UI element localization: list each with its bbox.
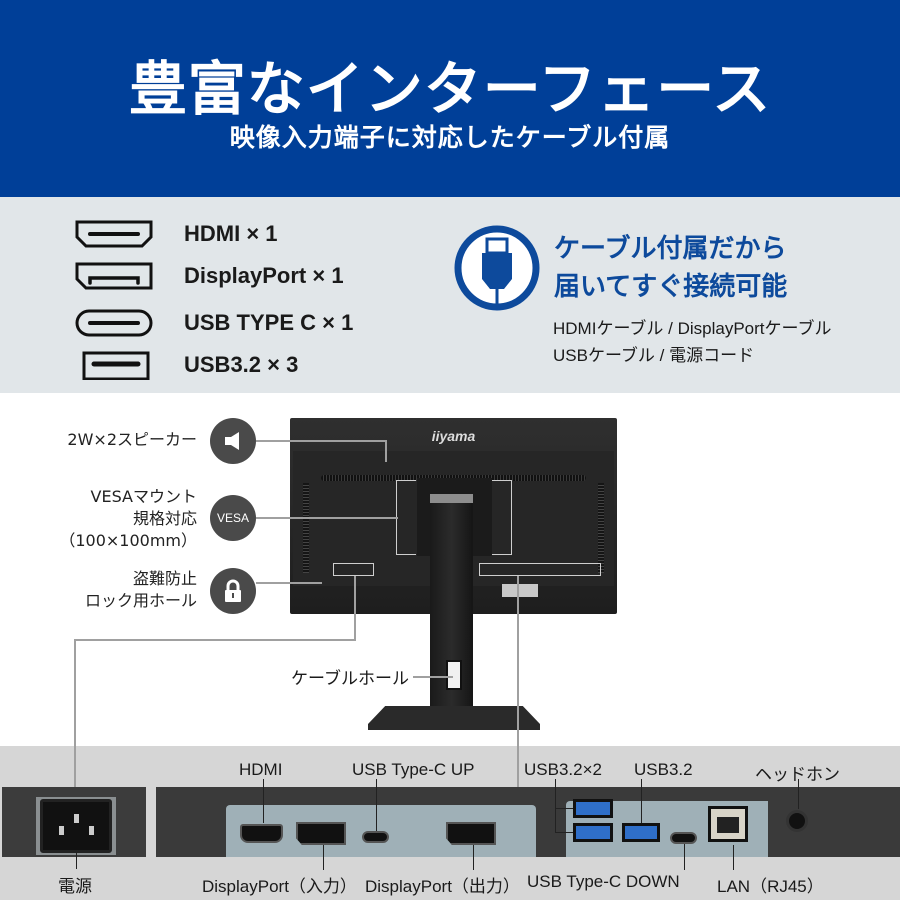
vesa-callout-line — [256, 517, 398, 519]
power-callout-line-v3 — [74, 746, 76, 788]
vesa-icon: VESA — [210, 495, 256, 541]
usb-c-up-port — [362, 831, 389, 843]
usb-c-down-port — [670, 832, 697, 844]
power-inlet — [40, 799, 112, 853]
lock-icon — [210, 568, 256, 614]
usb-a-port-3 — [622, 823, 660, 842]
brand-logo: iiyama — [431, 428, 476, 444]
side-vent-right — [598, 483, 604, 573]
interface-label: USB TYPE C × 1 — [184, 310, 354, 335]
interface-label: USB3.2 × 3 — [184, 352, 299, 377]
displayport-in-pointer — [323, 845, 324, 870]
cable-list-line1: HDMIケーブル / DisplayPortケーブル — [553, 319, 832, 338]
speaker-callout-line — [256, 440, 386, 442]
power-callout-line-h — [74, 639, 356, 641]
lan-pointer — [733, 845, 734, 870]
usb-a-icon — [72, 348, 156, 382]
interface-item-displayport: DisplayPort × 1 — [72, 256, 344, 296]
usb32-label: USB3.2 — [634, 760, 693, 779]
vesa-bracket-right — [492, 480, 512, 555]
speaker-icon — [210, 418, 256, 464]
hdmi-port-icon — [72, 217, 156, 251]
cable-headline-line2: 届いてすぐ接続可能 — [554, 272, 788, 302]
displayport-out-label: DisplayPort（出力） — [365, 877, 520, 896]
usb32x2-pointer-b — [555, 832, 573, 833]
lock-slot-highlight — [333, 563, 374, 576]
lock-callout-line — [256, 582, 322, 584]
side-vent-left — [303, 483, 309, 573]
usb32-pointer — [641, 779, 642, 823]
usb-a-port-2 — [573, 823, 613, 842]
usb-c-up-pointer — [376, 779, 377, 831]
monitor-stand — [430, 494, 473, 726]
power-callout-line-v1 — [354, 576, 356, 640]
interface-label: DisplayPort × 1 — [184, 263, 344, 288]
interface-item-usb-c: USB TYPE C × 1 — [72, 303, 353, 343]
cable-hole-callout-line — [413, 676, 453, 678]
hdmi-label: HDMI — [239, 760, 283, 779]
displayport-in-label: DisplayPort（入力） — [202, 877, 357, 896]
vesa-label: VESAマウント 規格対応 （100×100mm） — [59, 486, 197, 552]
usb-type-c-icon — [72, 306, 156, 340]
cable-headline-line1: ケーブル付属だから — [554, 234, 787, 264]
speaker-callout-line-v — [385, 440, 387, 462]
ports-callout-line-2 — [517, 746, 519, 788]
lan-port — [708, 806, 748, 842]
displayport-in-port — [296, 822, 346, 845]
label-sticker — [502, 584, 538, 597]
displayport-icon — [72, 259, 156, 293]
headphone-jack — [786, 810, 808, 832]
vesa-icon-text: VESA — [216, 511, 249, 525]
ports-callout-line — [517, 576, 519, 790]
displayport-out-port — [446, 822, 496, 845]
vesa-bracket-left — [396, 480, 416, 555]
lock-label-line1: 盗難防止 — [132, 569, 197, 588]
lan-label: LAN（RJ45） — [717, 877, 824, 896]
page-subtitle: 映像入力端子に対応したケーブル付属 — [229, 123, 671, 152]
cable-headline: ケーブル付属だから 届いてすぐ接続可能 — [554, 230, 787, 306]
cable-hole — [446, 660, 462, 690]
cable-list-line2: USBケーブル / 電源コード — [553, 346, 755, 365]
power-pointer — [76, 853, 77, 869]
power-callout-line-v2 — [74, 639, 76, 789]
monitor-base — [368, 706, 540, 730]
speaker-label: 2W×2スピーカー — [67, 429, 197, 451]
usb-c-up-label: USB Type-C UP — [352, 760, 475, 779]
interface-label: HDMI × 1 — [184, 221, 278, 246]
lock-label: 盗難防止 ロック用ホール — [85, 568, 197, 612]
hdmi-pointer — [263, 779, 264, 823]
interface-item-hdmi: HDMI × 1 — [72, 214, 278, 254]
cable-plug-icon — [452, 223, 542, 313]
page-title: 豊富なインターフェース — [128, 55, 772, 123]
hdmi-port — [240, 824, 283, 843]
headphone-pointer — [798, 779, 799, 809]
cable-hole-label: ケーブルホール — [291, 669, 409, 688]
header-banner: 豊富なインターフェース 映像入力端子に対応したケーブル付属 — [0, 0, 900, 197]
usb32x2-pointer-a — [555, 808, 573, 809]
usb32x2-label: USB3.2×2 — [524, 760, 602, 779]
usb-c-down-label: USB Type-C DOWN — [527, 872, 680, 891]
usb32x2-pointer — [555, 779, 556, 833]
stand-cap — [430, 494, 473, 503]
headphone-label: ヘッドホン — [755, 765, 840, 784]
cable-list: HDMIケーブル / DisplayPortケーブル USBケーブル / 電源コ… — [553, 315, 832, 369]
usb-a-port-1 — [573, 799, 613, 818]
speaker-label-text: 2W×2スピーカー — [67, 430, 197, 449]
vesa-label-line3: （100×100mm） — [59, 531, 197, 550]
lock-label-line2: ロック用ホール — [84, 591, 197, 610]
displayport-out-pointer — [473, 845, 474, 870]
interface-item-usb-a: USB3.2 × 3 — [72, 345, 298, 385]
usb-c-down-pointer — [684, 844, 685, 870]
vesa-label-line1: VESAマウント — [90, 487, 197, 506]
power-label: 電源 — [58, 877, 92, 896]
vesa-label-line2: 規格対応 — [132, 509, 197, 528]
port-area-highlight — [479, 563, 601, 576]
